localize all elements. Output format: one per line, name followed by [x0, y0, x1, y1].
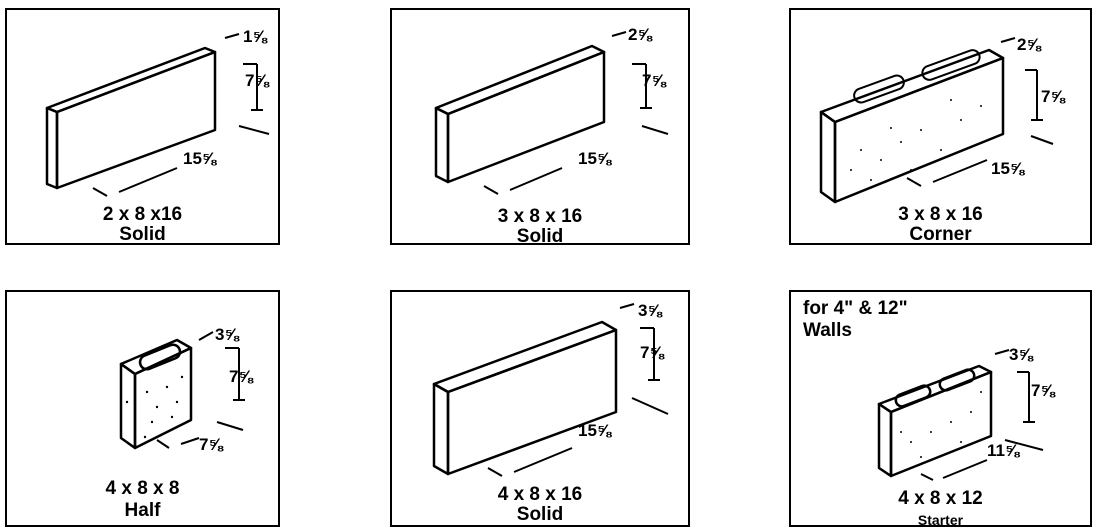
height-dimension: 7⅝	[1031, 381, 1055, 400]
height-dimension: 7⅝	[640, 343, 664, 362]
starter-block-drawing	[877, 349, 1044, 481]
width-dimension: 2⅝	[628, 25, 652, 44]
height-dimension: 7⅝	[1041, 87, 1065, 106]
block-type-label: Starter	[917, 512, 964, 527]
block-size-label: 4 x 8 x 12	[898, 488, 983, 509]
length-dimension: 15⅝	[578, 149, 612, 168]
block-size-label: 3 x 8 x 16	[497, 206, 583, 227]
block-panel-3: 2⅝ 7⅝ 15⅝ 3 x 8 x 16 Corner	[789, 8, 1092, 245]
wall-note-line-2: Walls	[803, 320, 852, 341]
length-dimension: 15⅝	[578, 421, 612, 440]
block-type-label: Corner	[909, 224, 972, 245]
height-dimension: 7⅝	[245, 71, 269, 90]
length-dimension: 15⅝	[991, 159, 1025, 178]
length-dimension: 15⅝	[183, 149, 217, 168]
solid-block-drawing	[434, 31, 669, 195]
block-size-label: 2 x 8 x16	[102, 204, 183, 225]
block-type-label: Solid	[119, 224, 166, 245]
width-dimension: 3⅝	[638, 301, 662, 320]
length-dimension: 11⅝	[987, 441, 1020, 460]
block-panel-4: 3⅝ 7⅝ 7⅝ 4 x 8 x 8 Half	[5, 290, 280, 527]
block-panel-1: 1⅝ 7⅝ 15⅝ 2 x 8 x16 Solid	[5, 8, 280, 245]
width-dimension: 2⅝	[1017, 35, 1041, 54]
solid-block-drawing	[432, 303, 669, 477]
solid-block-drawing	[45, 33, 270, 197]
block-type-label: Solid	[516, 226, 564, 245]
block-panel-5: 3⅝ 7⅝ 15⅝ 4 x 8 x 16 Solid	[390, 290, 690, 527]
height-dimension: 7⅝	[642, 71, 666, 90]
block-panel-6: for 4" & 12" Walls 3⅝ 7⅝ 11⅝ 4 x 8 x 12 …	[789, 290, 1092, 527]
half-block-drawing	[119, 331, 245, 450]
height-dimension: 7⅝	[229, 367, 253, 386]
corner-block-drawing	[819, 37, 1054, 204]
wall-note-line-1: for 4" & 12"	[803, 298, 908, 319]
width-dimension: 1⅝	[243, 27, 267, 46]
block-type-label: Solid	[516, 504, 564, 525]
width-dimension: 3⅝	[215, 325, 239, 344]
width-dimension: 3⅝	[1009, 345, 1033, 364]
block-size-label: 4 x 8 x 8	[105, 478, 180, 499]
length-dimension: 7⅝	[199, 435, 223, 454]
block-size-label: 3 x 8 x 16	[898, 204, 983, 225]
block-size-label: 4 x 8 x 16	[497, 484, 583, 505]
block-panel-2: 2⅝ 7⅝ 15⅝ 3 x 8 x 16 Solid	[390, 8, 690, 245]
block-type-label: Half	[124, 500, 161, 521]
